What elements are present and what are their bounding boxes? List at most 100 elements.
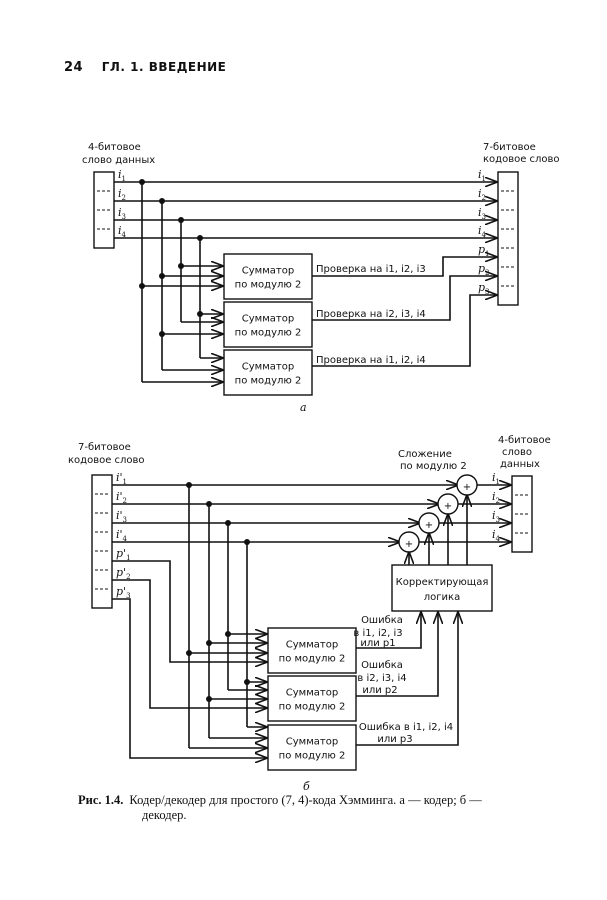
caption-text-cont: декодер. — [142, 808, 187, 822]
parity-check-label: Проверка на i1, i2, i4 — [316, 355, 426, 366]
error-label: в i2, i3, i4 — [357, 673, 406, 684]
adder-label: по модулю 2 — [279, 654, 346, 665]
figure-caption: Рис. 1.4. Кодер/декодер для простого (7, … — [78, 793, 548, 823]
xor-plus-icon: + — [463, 482, 471, 493]
parity-wire — [112, 579, 266, 708]
output-word-label: данных — [500, 459, 540, 470]
error-label: в i1, i2, i3 — [353, 628, 402, 639]
output-word-label: 7-битовое — [483, 142, 536, 153]
input-register — [93, 171, 115, 249]
parity-output-wire — [312, 276, 496, 321]
logic-label: логика — [424, 592, 460, 603]
subfigure-label-b: б — [303, 780, 310, 793]
adder-1 — [267, 627, 357, 674]
chapter-title: ГЛ. 1. ВВЕДЕНИЕ — [101, 60, 227, 74]
output-bit-label: p3 — [478, 281, 490, 296]
adder-3 — [223, 349, 313, 396]
junction-dot — [178, 263, 184, 269]
output-bit-label: i1 — [492, 471, 500, 486]
xor-plus-icon: + — [405, 539, 413, 550]
parity-check-label: Проверка на i2, i3, i4 — [316, 309, 426, 320]
adder-label: Сумматор — [286, 640, 338, 651]
adder-label: по модулю 2 — [279, 751, 346, 762]
output-bit-label: i2 — [478, 187, 486, 202]
adder-label: по модулю 2 — [235, 280, 302, 291]
error-label: Ошибка в i1, i2, i4 — [359, 722, 453, 733]
output-word-label: 4-битовое — [498, 435, 551, 446]
input-bit-label: p'3 — [116, 585, 131, 600]
input-bit-label: i'4 — [116, 528, 128, 543]
adder-label: по модулю 2 — [235, 328, 302, 339]
parity-check-label: Проверка на i1, i2, i3 — [316, 264, 426, 275]
page-number: 24 — [64, 60, 84, 75]
junction-dot — [244, 679, 250, 685]
output-bit-label: p2 — [478, 262, 490, 277]
junction-dot — [159, 273, 165, 279]
junction-dot — [206, 640, 212, 646]
xor-label: Сложение — [398, 449, 452, 460]
input-word-label: 4-битовое — [88, 142, 141, 153]
error-label: Ошибка — [361, 615, 403, 626]
input-bit-label: i4 — [118, 224, 127, 239]
input-word-label: 7-битовое — [78, 442, 131, 453]
adder-label: по модулю 2 — [279, 702, 346, 713]
output-bit-label: i1 — [478, 168, 486, 183]
error-label: или p2 — [362, 685, 397, 696]
syndrome-wire — [356, 613, 421, 649]
adder-2 — [267, 675, 357, 722]
running-head: 24 ГЛ. 1. ВВЕДЕНИЕ — [64, 60, 226, 75]
output-register — [511, 475, 533, 553]
output-word-label: слово — [502, 447, 532, 458]
input-word-label: кодовое слово — [68, 455, 145, 466]
input-bit-label: p'1 — [116, 547, 131, 562]
adder-1 — [223, 253, 313, 300]
xor-plus-icon: + — [425, 520, 433, 531]
input-bit-label: i'3 — [116, 509, 127, 524]
adder-label: Сумматор — [242, 362, 294, 373]
output-word-label: кодовое слово — [483, 154, 560, 165]
junction-dot — [186, 650, 192, 656]
syndrome-wire — [356, 613, 458, 746]
input-word-label: слово данных — [82, 155, 155, 166]
adder-label: Сумматор — [242, 266, 294, 277]
decoder-diagram: 7-битовое кодовое слово 4-битовоесловоданн… — [68, 435, 551, 793]
adder-2 — [223, 301, 313, 348]
adder-3 — [267, 724, 357, 771]
input-bit-label: i'2 — [116, 490, 127, 505]
syndrome-wire — [356, 613, 438, 697]
input-register — [91, 474, 113, 609]
input-bit-label: i3 — [118, 206, 126, 221]
input-bit-label: i1 — [118, 168, 126, 183]
adder-label: Сумматор — [286, 688, 338, 699]
logic-label: Корректирующая — [396, 577, 489, 588]
output-bit-label: i4 — [478, 224, 487, 239]
junction-dot — [197, 311, 203, 317]
error-label: или p1 — [360, 638, 395, 649]
xor-label: по модулю 2 — [400, 461, 467, 472]
error-label: Ошибка — [361, 660, 403, 671]
xor-plus-icon: + — [444, 501, 452, 512]
input-bit-label: i'1 — [116, 471, 127, 486]
adder-label: по модулю 2 — [235, 376, 302, 387]
output-bit-label: i4 — [492, 528, 501, 543]
output-bit-label: i2 — [492, 490, 500, 505]
caption-text: Кодер/декодер для простого (7, 4)-кода Х… — [129, 793, 482, 807]
output-register — [497, 171, 519, 306]
output-bit-label: i3 — [478, 206, 486, 221]
output-bit-label: i3 — [492, 509, 500, 524]
parity-output-wire — [312, 295, 496, 367]
input-bit-label: i2 — [118, 187, 126, 202]
parity-wire — [112, 560, 266, 662]
parity-wire — [112, 598, 266, 758]
caption-label: Рис. 1.4. — [78, 793, 124, 807]
input-bit-label: p'2 — [116, 566, 131, 581]
correcting-logic-box — [391, 564, 493, 612]
adder-label: Сумматор — [242, 314, 294, 325]
subfigure-label-a: а — [300, 401, 307, 414]
parity-output-wire — [312, 257, 496, 277]
junction-dot — [139, 283, 145, 289]
adder-label: Сумматор — [286, 737, 338, 748]
error-label: или p3 — [377, 734, 412, 745]
